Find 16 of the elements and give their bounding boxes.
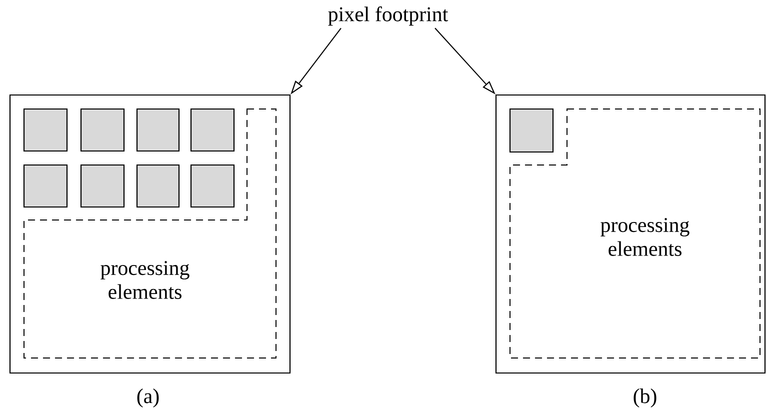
processing-element-square — [23, 108, 68, 152]
dashed-region: processing elements — [510, 108, 760, 358]
chip-outline — [495, 94, 766, 374]
callout-label: pixel footprint — [328, 6, 448, 26]
processing-element-square — [80, 164, 125, 208]
processing-element-square — [23, 164, 68, 208]
processing-element-square — [80, 108, 125, 152]
figure-caption: (a) — [137, 388, 159, 408]
processing-element-square — [136, 108, 180, 152]
figure-caption: (b) — [634, 388, 656, 408]
processing-element-square — [509, 108, 554, 153]
processing-element-square — [136, 164, 180, 208]
processing-element-square — [190, 108, 235, 152]
processing-element-square — [190, 164, 235, 208]
dashed-region: processing elements — [24, 108, 276, 358]
chip-outline — [9, 94, 291, 374]
